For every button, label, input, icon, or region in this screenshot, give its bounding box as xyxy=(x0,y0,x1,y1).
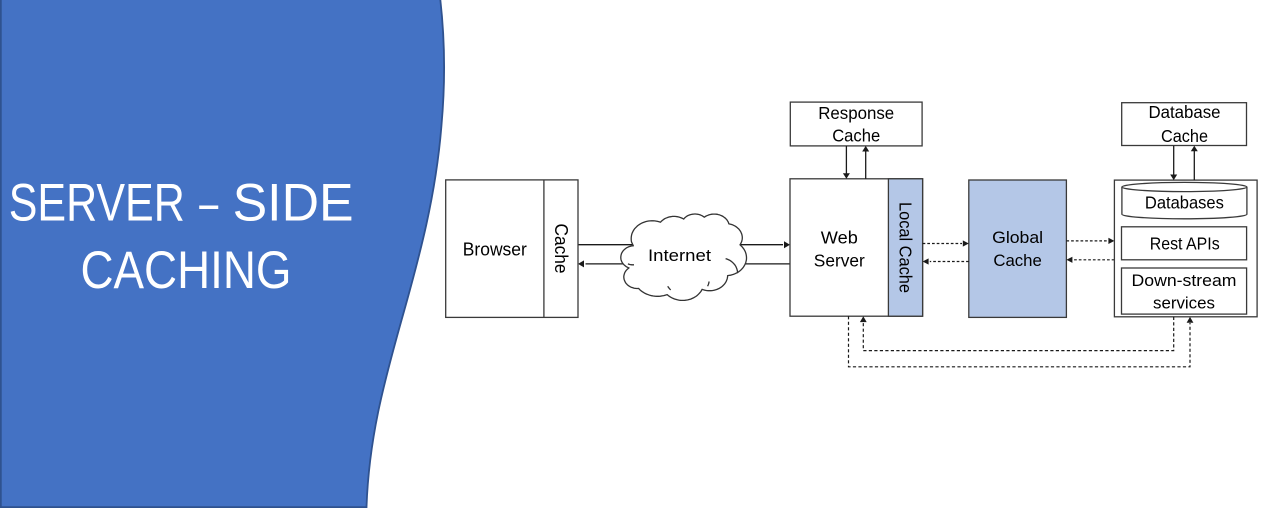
svg-text:SIDE: SIDE xyxy=(233,174,354,233)
svg-text:Cache: Cache xyxy=(993,251,1042,270)
svg-text:CACHING: CACHING xyxy=(81,241,292,300)
svg-text:Cache: Cache xyxy=(832,126,880,146)
svg-text:Cache: Cache xyxy=(1161,126,1208,146)
svg-text:Browser: Browser xyxy=(463,239,527,259)
svg-text:Web: Web xyxy=(821,227,858,247)
svg-text:Databases: Databases xyxy=(1145,193,1224,213)
svg-text:SERVER: SERVER xyxy=(9,174,185,233)
svg-text:services: services xyxy=(1153,293,1215,312)
svg-text:Global: Global xyxy=(992,228,1043,247)
svg-text:Rest APIs: Rest APIs xyxy=(1150,234,1220,254)
svg-text:Database: Database xyxy=(1149,102,1221,122)
svg-text:Internet: Internet xyxy=(648,247,711,265)
svg-text:Cache: Cache xyxy=(551,224,571,274)
svg-text:Local Cache: Local Cache xyxy=(895,202,915,293)
svg-text:Down-stream: Down-stream xyxy=(1132,271,1237,290)
svg-text:–: – xyxy=(199,174,218,233)
svg-text:Server: Server xyxy=(814,251,865,271)
svg-text:Response: Response xyxy=(818,103,894,123)
